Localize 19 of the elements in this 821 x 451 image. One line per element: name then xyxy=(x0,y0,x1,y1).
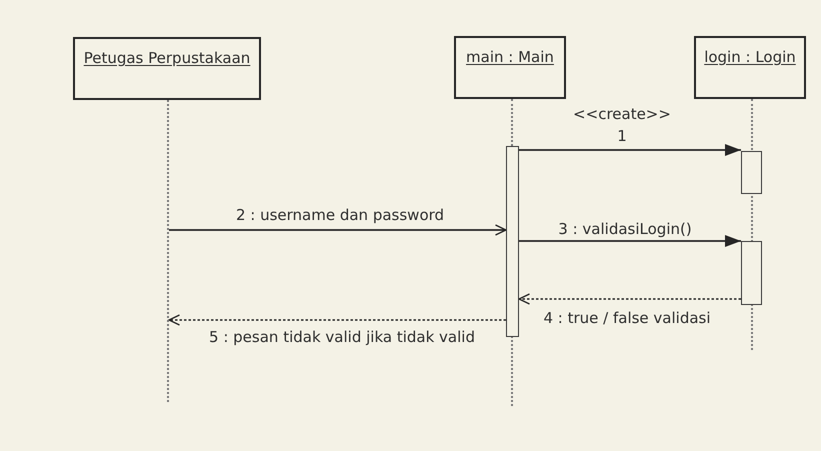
object-name: Petugas Perpustakaan xyxy=(84,48,250,68)
return-arrow xyxy=(168,314,506,326)
object-name: login : Login xyxy=(704,47,796,67)
activation-bar xyxy=(741,241,762,305)
message-arrow xyxy=(169,224,507,236)
activation-bar xyxy=(506,146,519,337)
activation-bar xyxy=(741,151,762,194)
lifeline xyxy=(167,100,169,402)
message-arrow xyxy=(519,144,741,156)
message-arrow xyxy=(519,235,741,247)
lifeline-head xyxy=(73,37,261,100)
message-label: 4 : true / false validasi xyxy=(543,309,711,327)
message-label: 2 : username dan password xyxy=(236,206,444,224)
message-label: 5 : pesan tidak valid jika tidak valid xyxy=(209,328,475,346)
message-label: 3 : validasiLogin() xyxy=(558,220,692,238)
lifeline-head xyxy=(454,36,566,99)
return-arrow xyxy=(518,293,741,305)
object-name: main : Main xyxy=(466,47,554,67)
lifeline-head xyxy=(694,36,806,99)
